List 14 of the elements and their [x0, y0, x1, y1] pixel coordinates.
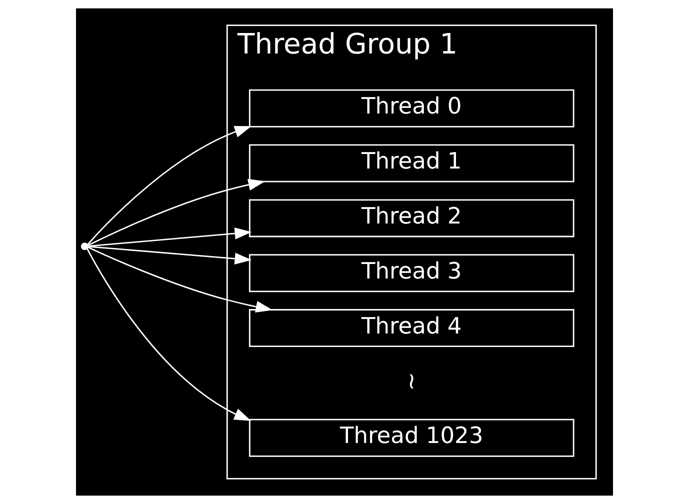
node-box: Thread 1023	[248, 418, 574, 457]
node-box: Thread 4	[248, 309, 574, 348]
node-box: Thread 1	[248, 144, 574, 182]
arrow	[86, 248, 251, 421]
node-box: Thread 2	[248, 199, 574, 238]
node-box: Thread 3	[248, 254, 574, 292]
arrow	[88, 246, 252, 265]
node-point	[80, 242, 88, 250]
arrow	[87, 246, 272, 313]
label: ≀	[406, 368, 416, 394]
arrow	[87, 178, 265, 246]
arrow	[88, 228, 252, 247]
node-box: Thread 0	[248, 89, 574, 128]
arrow	[86, 126, 252, 245]
